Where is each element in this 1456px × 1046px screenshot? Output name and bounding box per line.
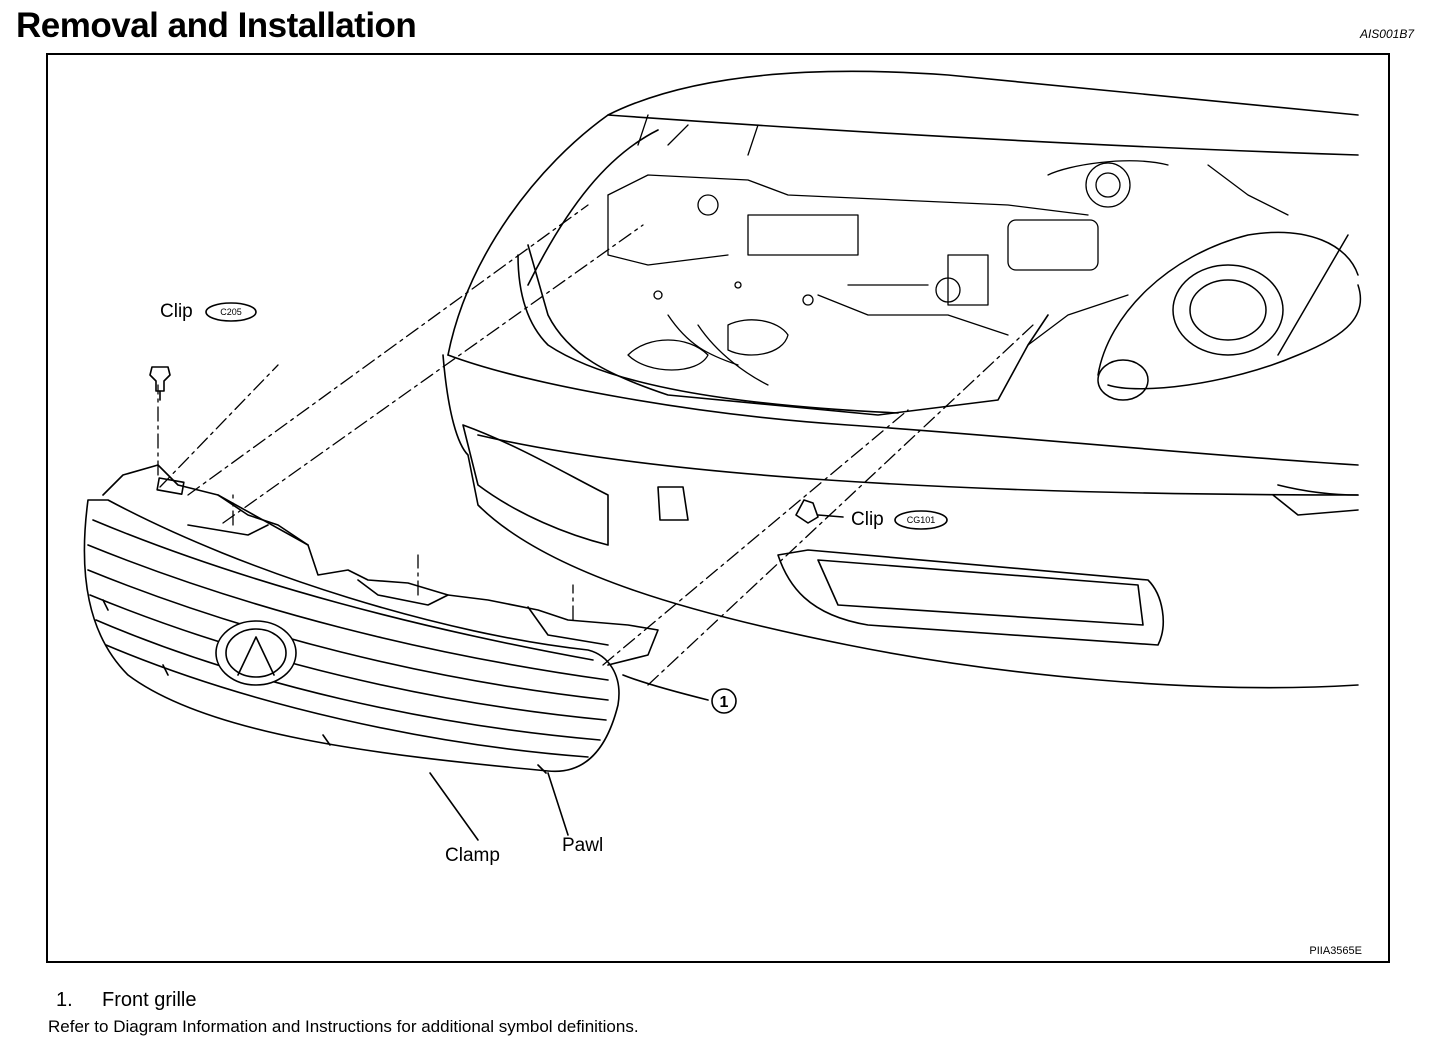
grille-bar <box>89 594 607 721</box>
callout-1-number: 1 <box>720 694 729 711</box>
clamp-label: Clamp <box>445 845 500 866</box>
clip-c205-code: C205 <box>220 307 242 317</box>
clip-cg101-label: Clip <box>851 509 884 530</box>
engine-components <box>607 114 1289 386</box>
headlamp <box>1097 231 1362 401</box>
footnote: Refer to Diagram Information and Instruc… <box>48 1017 639 1036</box>
clip-cg101-code: CG101 <box>907 515 936 525</box>
pawl-leader: Pawl <box>547 772 603 856</box>
assembly-lines <box>157 204 1034 686</box>
legend-item-number: 1. <box>56 989 73 1011</box>
grille-diagram: Clip C205 Clip CG101 1 Clamp Pawl <box>83 70 1362 866</box>
illustration-frame: Clip C205 Clip CG101 1 Clamp Pawl PIIA35 <box>46 53 1390 963</box>
engine-bay <box>527 244 1049 416</box>
page-title: Removal and Installation <box>16 6 417 45</box>
clip-c205-icon <box>149 366 171 392</box>
vehicle-front <box>442 70 1362 689</box>
grille-mounting-flange <box>102 464 659 666</box>
fender-line <box>527 129 659 286</box>
callout-1: 1 <box>622 674 737 714</box>
front-grille <box>83 464 659 774</box>
grille-bar <box>87 569 609 701</box>
document-code: AIS001B7 <box>1359 27 1414 41</box>
grille-bar <box>105 644 589 758</box>
infiniti-emblem <box>215 620 297 686</box>
pawl-label: Pawl <box>562 835 603 856</box>
grille-bar <box>92 519 594 661</box>
grille-frame <box>83 499 620 773</box>
hood-outline <box>447 70 1359 356</box>
tow-hook-cover <box>657 486 689 521</box>
legend-item-text: Front grille <box>102 989 197 1011</box>
clip-cg101-icon <box>795 499 819 524</box>
clamp-leader: Clamp <box>429 772 500 866</box>
clip-c205: Clip C205 <box>149 301 257 401</box>
lower-grille-opening <box>462 424 609 546</box>
fog-lamp-opening <box>777 549 1164 646</box>
legend-item: 1. Front grille <box>56 989 196 1012</box>
clip-c205-label: Clip <box>160 301 193 322</box>
figure-id: PIIA3565E <box>1309 945 1362 957</box>
grille-bar <box>87 544 609 681</box>
front-bumper <box>442 354 1359 689</box>
clip-cg101: Clip CG101 <box>795 499 948 530</box>
grille-bar <box>95 619 601 741</box>
